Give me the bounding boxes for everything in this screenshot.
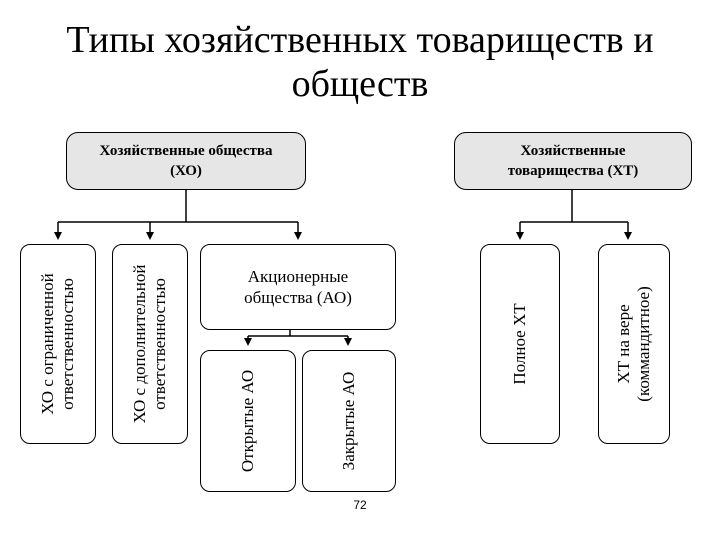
title-line-2: обществ <box>291 63 429 105</box>
page-title: Типы хозяйственных товариществ и обществ <box>0 18 720 106</box>
category-xo-line2: (ХО) <box>170 163 202 179</box>
category-xo-box: Хозяйственные общества (ХО) <box>66 132 306 190</box>
category-xo-line1: Хозяйственные общества <box>99 143 273 159</box>
xo-additional-liability-line2: ответственностью <box>150 278 169 410</box>
xo-limited-liability-line2: ответственностью <box>58 278 77 410</box>
limited-partnership-box: ХТ на вере (коммандитное) <box>598 244 670 444</box>
title-line-1: Типы хозяйственных товариществ и <box>66 19 654 61</box>
closed-ao-label: Закрытые АО <box>339 371 358 471</box>
full-partnership-label: Полное ХТ <box>510 303 529 385</box>
joint-stock-company-line1: Акционерные <box>247 267 349 286</box>
joint-stock-company-box: Акционерные общества (АО) <box>200 244 396 330</box>
joint-stock-company-line2: общества (АО) <box>244 288 352 307</box>
limited-partnership-line2: (коммандитное) <box>634 286 653 402</box>
xo-limited-liability-box: ХО с ограниченной ответственностью <box>20 244 96 444</box>
page-number: 72 <box>353 498 367 512</box>
category-xt-box: Хозяйственные товарищества (ХТ) <box>454 132 692 190</box>
category-xt-line1: Хозяйственные <box>520 143 626 159</box>
full-partnership-box: Полное ХТ <box>480 244 560 444</box>
category-xt-line2: товарищества (ХТ) <box>507 163 639 179</box>
open-ao-label: Открытые АО <box>238 369 257 473</box>
xo-additional-liability-line1: ХО с дополнительной <box>130 264 149 424</box>
closed-ao-box: Закрытые АО <box>302 350 396 492</box>
open-ao-box: Открытые АО <box>200 350 296 492</box>
xo-limited-liability-line1: ХО с ограниченной <box>38 273 57 415</box>
limited-partnership-line1: ХТ на вере <box>614 304 633 384</box>
xo-additional-liability-box: ХО с дополнительной ответственностью <box>112 244 188 444</box>
